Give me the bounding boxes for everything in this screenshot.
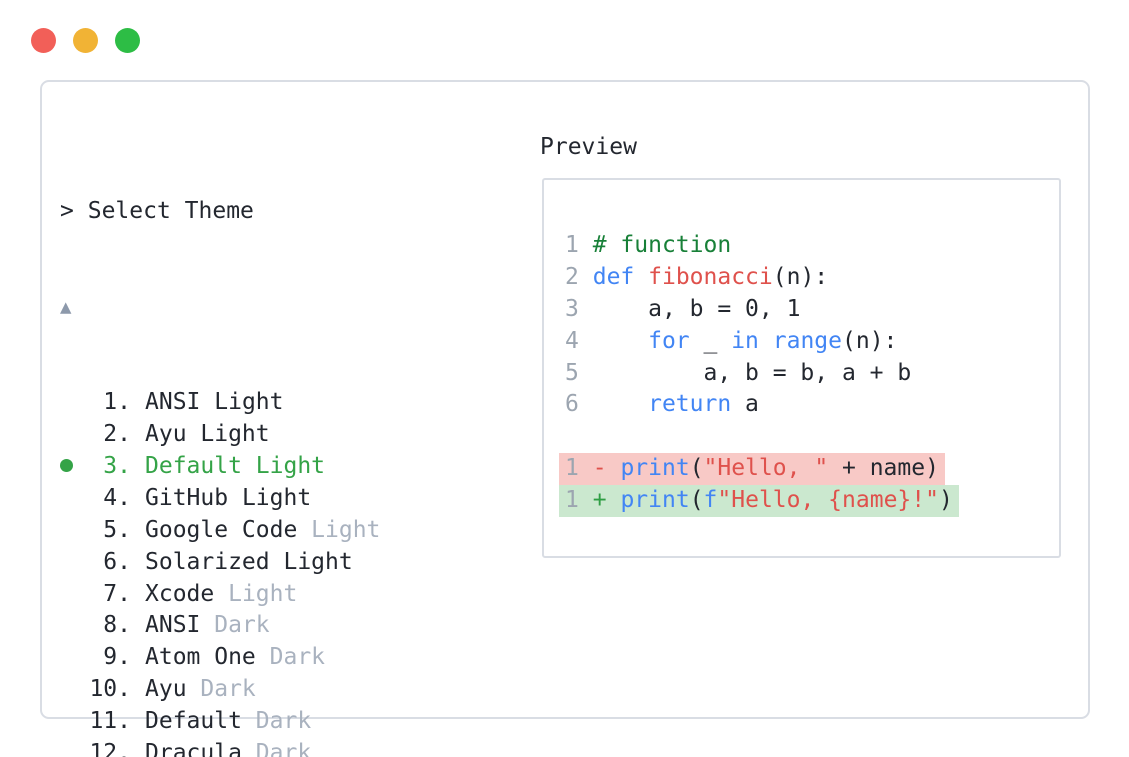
theme-item-variant: Light xyxy=(311,516,381,543)
theme-item-12[interactable]: 12. Dracula Dark xyxy=(60,738,877,757)
theme-item-number: 11. xyxy=(89,708,131,735)
line-number: 2 xyxy=(565,263,579,290)
theme-item-5[interactable]: 5. Google Code Light xyxy=(60,515,877,547)
theme-item-variant: Dark xyxy=(269,644,326,671)
theme-item-label: Google Code Light xyxy=(145,516,381,543)
theme-item-label: Ayu Dark xyxy=(145,676,256,703)
code-line: 4 for _ in range(n): xyxy=(565,327,898,354)
theme-item-variant: Dark xyxy=(255,740,312,757)
code-line: 6 return a xyxy=(565,391,759,418)
theme-item-variant: Dark xyxy=(255,708,312,735)
theme-item-label: Default Dark xyxy=(145,708,312,735)
theme-item-number: 12. xyxy=(89,740,131,757)
theme-item-variant: Light xyxy=(214,389,284,416)
theme-item-variant: Light xyxy=(241,484,312,511)
theme-item-label: ANSI Dark xyxy=(145,612,270,639)
diff-line-removed: 1 - print("Hello, " + name) xyxy=(559,453,1059,486)
code-line: 2 def fibonacci(n): xyxy=(565,263,829,290)
theme-item-number: 7. xyxy=(103,580,131,607)
scroll-up-icon[interactable]: ▲ xyxy=(60,295,72,318)
theme-item-10[interactable]: 10. Ayu Dark xyxy=(60,674,877,706)
window-controls xyxy=(31,28,140,53)
diff-line-added: 1 + print(f"Hello, {name}!") xyxy=(559,485,1059,518)
theme-list-items: 1. ANSI Light 2. Ayu Light 3. Default Light 4.… xyxy=(60,387,877,757)
theme-item-label: Atom One Dark xyxy=(145,644,326,671)
theme-item-label: Solarized Light xyxy=(145,548,353,575)
theme-item-number: 3. xyxy=(103,453,131,479)
theme-item-8[interactable]: 8. ANSI Dark xyxy=(60,610,877,642)
theme-item-number: 4. xyxy=(103,484,131,511)
line-number: 5 xyxy=(565,359,579,386)
theme-picker-panel: > Select Theme ▲ 1. ANSI Light 2. Ayu Light… xyxy=(40,80,1090,757)
line-number: 1 xyxy=(565,232,579,258)
code-line: 3 a, b = 0, 1 xyxy=(565,295,801,322)
theme-item-variant: Dark xyxy=(214,612,270,639)
theme-item-label: Default Light xyxy=(145,453,326,479)
theme-item-variant: Light xyxy=(228,580,298,607)
line-number: 4 xyxy=(565,327,579,354)
theme-item-label: Xcode Light xyxy=(145,580,298,607)
theme-item-number: 1. xyxy=(103,389,131,416)
window-minimize-button[interactable] xyxy=(73,28,98,53)
line-number: 1 xyxy=(565,487,579,514)
preview-code-box: 1 # function 2 def fibonacci(n): 3 a, b = … xyxy=(542,178,1061,558)
theme-item-number: 2. xyxy=(103,421,131,448)
theme-item-label: Dracula Dark xyxy=(145,740,311,757)
line-number: 3 xyxy=(565,295,579,322)
theme-item-number: 5. xyxy=(103,516,131,543)
theme-item-number: 6. xyxy=(103,548,131,575)
theme-item-variant: Light xyxy=(283,548,353,575)
theme-item-number: 8. xyxy=(103,612,131,639)
theme-item-2[interactable]: 2. Ayu Light xyxy=(60,419,877,451)
theme-item-7[interactable]: 7. Xcode Light xyxy=(60,579,877,611)
window-close-button[interactable] xyxy=(31,28,56,53)
theme-item-3[interactable]: 3. Default Light xyxy=(60,451,877,483)
theme-item-11[interactable]: 11. Default Dark xyxy=(60,706,877,738)
picker-header: > Select Theme xyxy=(60,196,877,228)
line-number: 1 xyxy=(565,455,579,482)
theme-item-variant: Light xyxy=(200,421,270,448)
theme-item-1[interactable]: 1. ANSI Light xyxy=(60,387,877,419)
theme-item-label: Ayu Light xyxy=(145,421,270,448)
code-line: 1 # function xyxy=(565,232,732,258)
theme-item-9[interactable]: 9. Atom One Dark xyxy=(60,642,877,674)
picker-title: Select Theme xyxy=(87,197,254,224)
selected-dot-icon xyxy=(60,451,89,483)
blank-line xyxy=(565,421,1059,453)
window-zoom-button[interactable] xyxy=(115,28,140,53)
code-line: 5 a, b = b, a + b xyxy=(565,359,912,386)
theme-list: > Select Theme ▲ 1. ANSI Light 2. Ayu Light… xyxy=(60,132,877,757)
theme-item-number: 9. xyxy=(103,644,131,671)
theme-item-6[interactable]: 6. Solarized Light xyxy=(60,547,877,579)
theme-item-label: ANSI Light xyxy=(145,389,284,416)
prompt-marker-icon: > xyxy=(60,197,74,224)
preview-title: Preview xyxy=(540,134,637,160)
line-number: 6 xyxy=(565,391,579,418)
theme-item-4[interactable]: 4. GitHub Light xyxy=(60,483,877,515)
theme-item-variant: Light xyxy=(255,453,326,479)
theme-item-label: GitHub Light xyxy=(145,484,312,511)
theme-item-variant: Dark xyxy=(200,676,256,703)
theme-item-number: 10. xyxy=(89,676,131,703)
